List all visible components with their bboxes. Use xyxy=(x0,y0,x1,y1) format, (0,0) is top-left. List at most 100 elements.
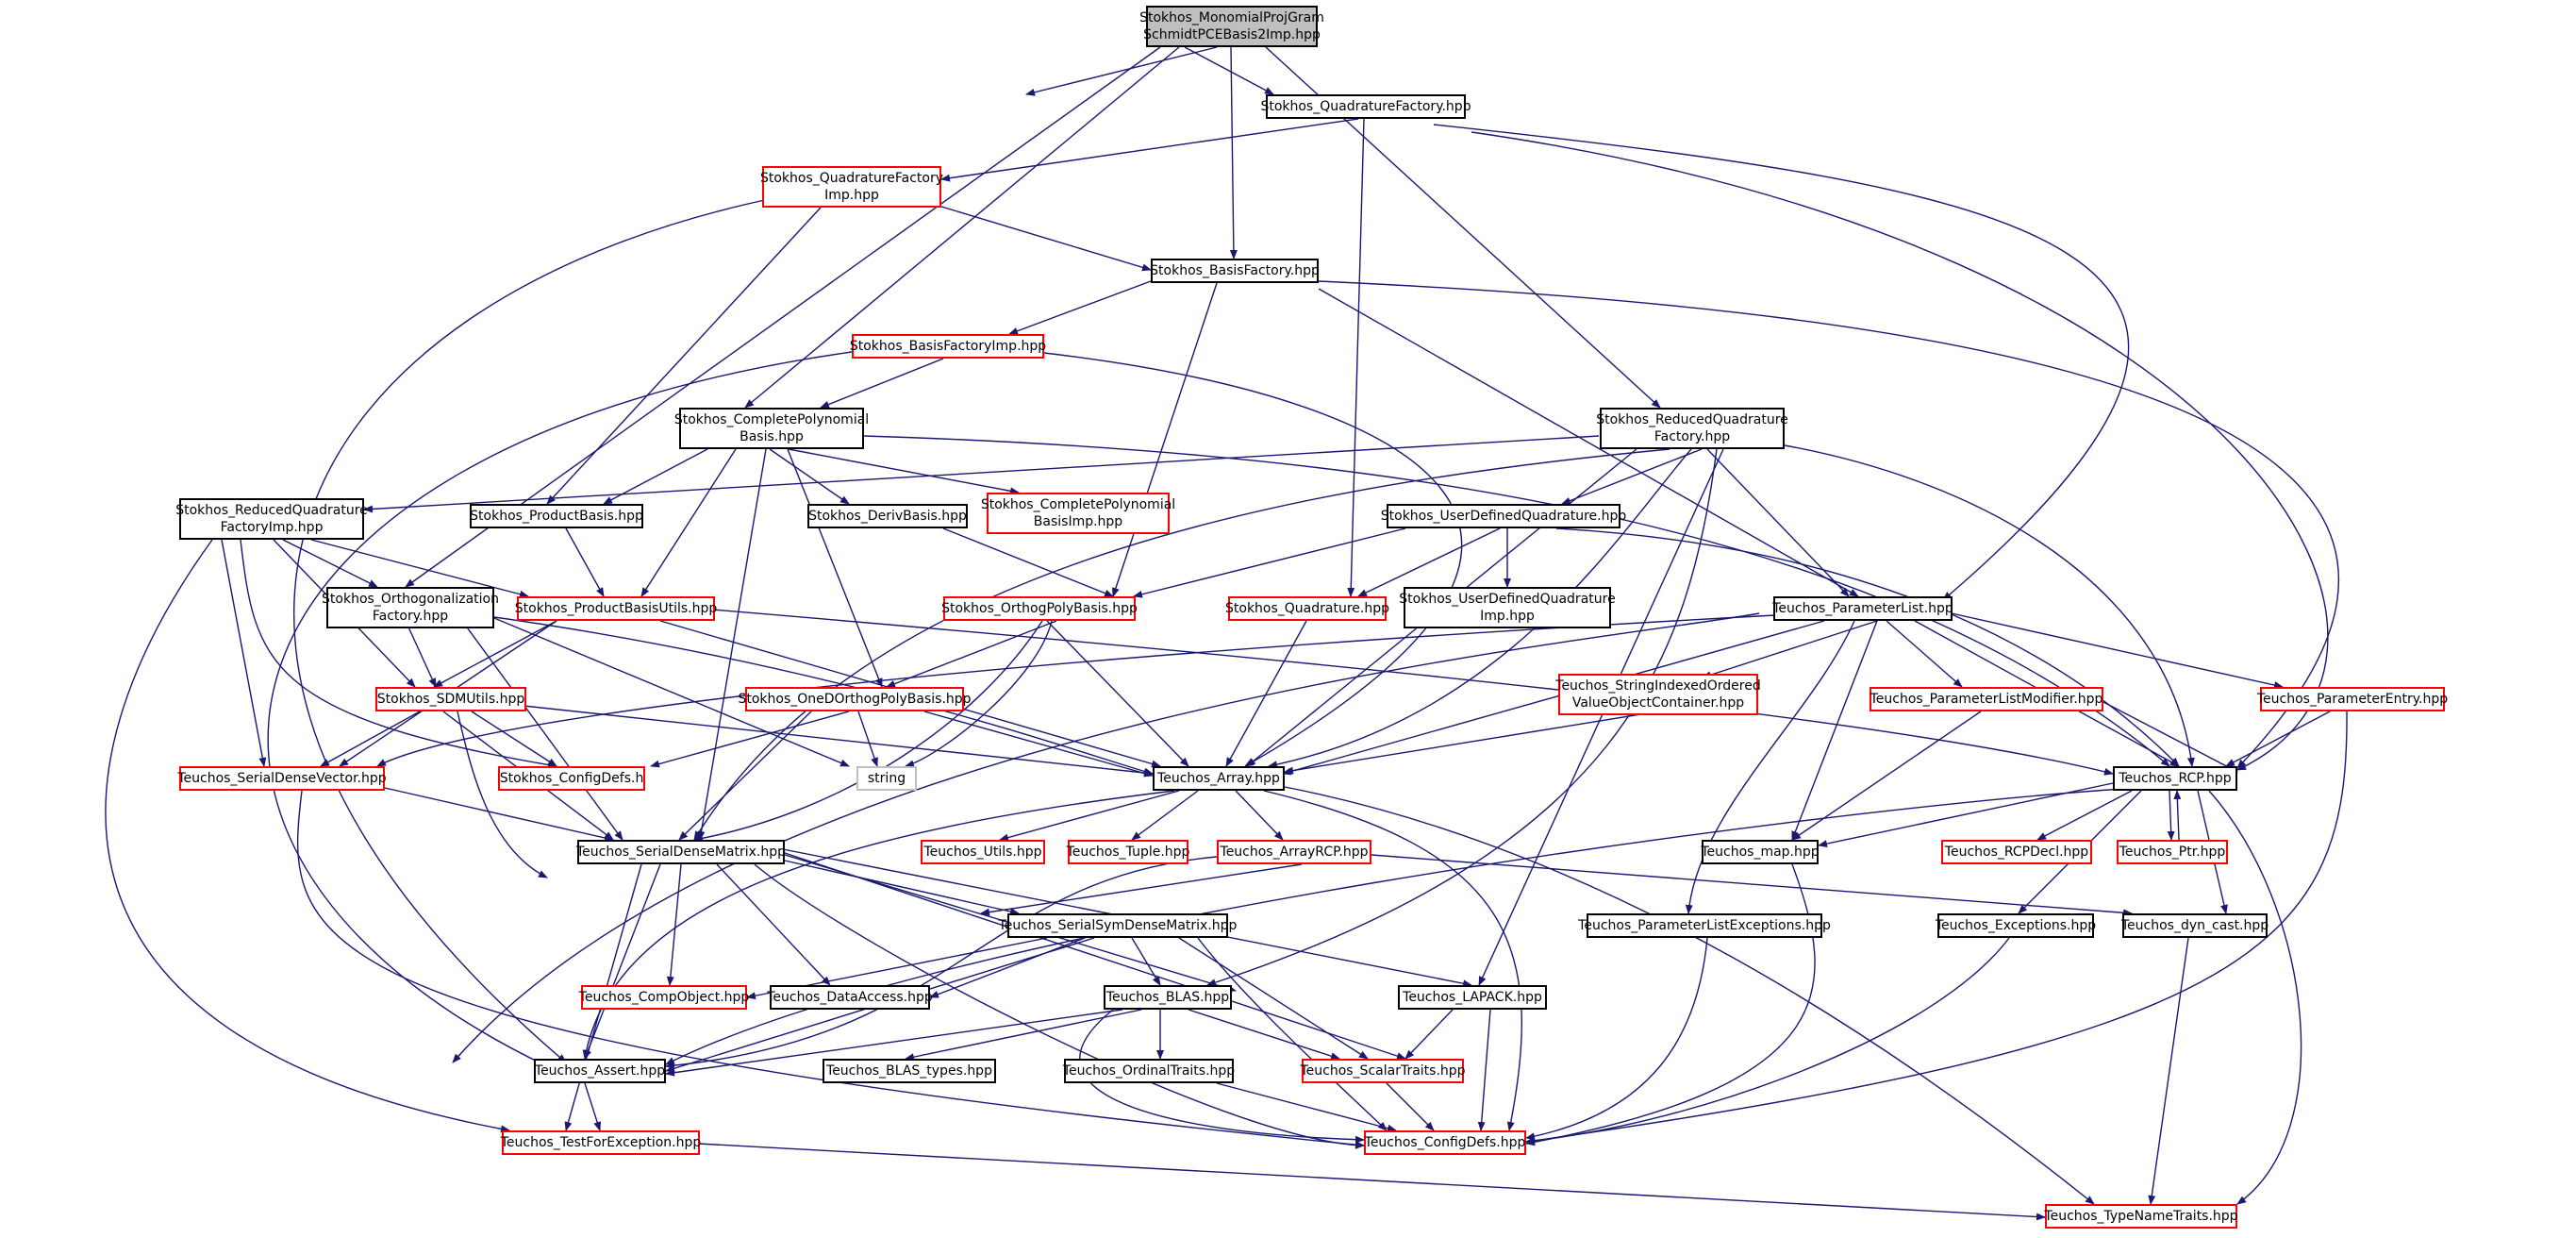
node-teuchos-config-defs[interactable]: Teuchos_ConfigDefs.hpp xyxy=(1364,1130,1526,1155)
node-complete-polynomial-basis-imp[interactable]: Stokhos_CompletePolynomial BasisImp.hpp xyxy=(981,493,1175,534)
node-ordinal-traits[interactable]: Teuchos_OrdinalTraits.hpp xyxy=(1063,1059,1235,1083)
dependency-edge xyxy=(1433,124,2130,601)
node-quadrature[interactable]: Stokhos_Quadrature.hpp xyxy=(1225,596,1389,621)
dependency-edge xyxy=(788,448,1020,495)
node-teuchos-map[interactable]: Teuchos_map.hpp xyxy=(1701,840,1820,864)
node-serial-sym-dense-matrix[interactable]: Teuchos_SerialSymDenseMatrix.hpp xyxy=(999,913,1237,938)
node-parameter-list-exceptions[interactable]: Teuchos_ParameterListExceptions.hpp xyxy=(1578,913,1831,938)
dependency-edge xyxy=(1318,280,2340,769)
dependency-edge xyxy=(296,790,1365,1149)
node-blas-types[interactable]: Teuchos_BLAS_types.hpp xyxy=(823,1059,996,1083)
dependency-edge xyxy=(1886,620,1963,688)
dependency-edge xyxy=(744,46,1180,409)
dependency-edge xyxy=(787,448,883,688)
node-orthog-poly-basis[interactable]: Stokhos_OrthogPolyBasis.hpp xyxy=(941,596,1138,621)
node-product-basis[interactable]: Stokhos_ProductBasis.hpp xyxy=(470,504,643,528)
node-scalar-traits[interactable]: Teuchos_ScalarTraits.hpp xyxy=(1300,1059,1466,1083)
dependency-edge xyxy=(754,863,1365,1149)
node-teuchos-exceptions[interactable]: Teuchos_Exceptions.hpp xyxy=(1936,913,2096,938)
dependency-edge xyxy=(1046,620,1189,767)
node-type-name-traits[interactable]: Teuchos_TypeNameTraits.hpp xyxy=(2044,1204,2238,1229)
node-parameter-entry[interactable]: Teuchos_ParameterEntry.hpp xyxy=(2257,687,2448,711)
node-string-indexed-container[interactable]: Teuchos_StringIndexedOrdered ValueObject… xyxy=(1555,674,1761,715)
node-stokhos-config-defs-h[interactable]: Stokhos_ConfigDefs.h xyxy=(498,766,645,791)
dependency-edge xyxy=(886,620,1057,688)
node-serial-dense-matrix[interactable]: Teuchos_SerialDenseMatrix.hpp xyxy=(576,840,786,864)
dependency-edge xyxy=(603,448,708,505)
node-serial-dense-vector[interactable]: Teuchos_SerialDenseVector.hpp xyxy=(177,766,387,791)
node-user-defined-quadrature-imp[interactable]: Stokhos_UserDefinedQuadrature Imp.hpp xyxy=(1399,587,1616,628)
node-test-for-exception[interactable]: Teuchos_TestForException.hpp xyxy=(501,1130,701,1155)
node-data-access[interactable]: Teuchos_DataAccess.hpp xyxy=(767,985,933,1010)
dependency-edge xyxy=(1685,620,1855,914)
dependency-edge xyxy=(857,711,878,767)
dependency-edge xyxy=(1235,790,1284,841)
node-root[interactable]: Stokhos_MonomialProjGram SchmidtPCEBasis… xyxy=(1139,6,1324,47)
dependency-edge xyxy=(905,620,1053,768)
dependency-edge xyxy=(1404,1009,1454,1060)
dependency-edge xyxy=(980,863,1303,916)
node-teuchos-array[interactable]: Teuchos_Array.hpp xyxy=(1153,766,1285,791)
dependency-edge xyxy=(2148,937,2189,1205)
dependency-edge xyxy=(1791,620,1878,841)
node-parameter-list[interactable]: Teuchos_ParameterList.hpp xyxy=(1772,596,1953,621)
dependency-edge xyxy=(1791,711,1982,841)
node-basis-factory-imp[interactable]: Stokhos_BasisFactoryImp.hpp xyxy=(850,334,1046,359)
dependency-edge xyxy=(1477,1009,1491,1131)
node-orthogonalization-factory[interactable]: Stokhos_Orthogonalization Factory.hpp xyxy=(322,587,499,628)
dependency-edge xyxy=(1188,1009,1340,1061)
node-teuchos-utils[interactable]: Teuchos_Utils.hpp xyxy=(921,840,1045,864)
node-string[interactable]: string xyxy=(856,766,917,791)
node-user-defined-quadrature[interactable]: Stokhos_UserDefinedQuadrature.hpp xyxy=(1381,504,1626,528)
node-dyn-cast[interactable]: Teuchos_dyn_cast.hpp xyxy=(2121,913,2269,938)
node-reduced-quadrature-factory[interactable]: Stokhos_ReducedQuadrature Factory.hpp xyxy=(1596,408,1788,449)
dependency-edge xyxy=(999,790,1180,842)
dependency-edge xyxy=(282,539,378,588)
dependency-edge xyxy=(1525,937,2010,1145)
dependency-edge xyxy=(1178,937,1369,1060)
node-quadrature-factory-imp[interactable]: Stokhos_QuadratureFactory Imp.hpp xyxy=(760,166,943,208)
dependency-edge xyxy=(2036,790,2133,841)
node-rcp-decl[interactable]: Teuchos_RCPDecl.hpp xyxy=(1941,840,2092,864)
node-parameter-list-modifier[interactable]: Teuchos_ParameterListModifier.hpp xyxy=(1870,687,2103,711)
dependency-edge xyxy=(1197,937,1388,1131)
dependency-edge xyxy=(1184,46,1274,95)
node-quadrature-factory[interactable]: Stokhos_QuadratureFactory.hpp xyxy=(1260,94,1471,119)
dependency-edge xyxy=(693,620,1043,843)
dependency-edge xyxy=(697,1143,2046,1221)
node-teuchos-ptr[interactable]: Teuchos_Ptr.hpp xyxy=(2117,840,2228,864)
node-teuchos-blas[interactable]: Teuchos_BLAS.hpp xyxy=(1104,985,1232,1010)
dependency-edge xyxy=(919,199,1152,272)
dependency-edge xyxy=(905,1009,1142,1062)
dependency-edge xyxy=(457,711,548,878)
dependency-edge xyxy=(267,350,859,1067)
node-reduced-quadrature-factory-imp[interactable]: Stokhos_ReducedQuadrature FactoryImp.hpp xyxy=(175,498,368,540)
node-teuchos-lapack[interactable]: Teuchos_LAPACK.hpp xyxy=(1398,985,1547,1010)
node-teuchos-tuple[interactable]: Teuchos_Tuple.hpp xyxy=(1067,840,1189,864)
dependency-edge xyxy=(1225,620,1307,767)
dependency-edge xyxy=(1206,448,1718,986)
dependency-edge xyxy=(1112,282,1218,597)
node-teuchos-rcp[interactable]: Teuchos_RCP.hpp xyxy=(2113,766,2237,791)
dependency-edge xyxy=(1347,118,1365,597)
dependency-edge xyxy=(546,207,822,505)
dependency-edge xyxy=(940,118,1359,182)
dependency-edge xyxy=(384,787,614,842)
node-complete-polynomial-basis[interactable]: Stokhos_CompletePolynomial Basis.hpp xyxy=(674,408,869,449)
dependency-edge xyxy=(2102,701,2238,773)
node-comp-object[interactable]: Teuchos_CompObject.hpp xyxy=(579,985,749,1010)
node-basis-factory[interactable]: Stokhos_BasisFactory.hpp xyxy=(1150,259,1320,283)
dependency-edge xyxy=(784,852,1406,1060)
node-sdm-utils[interactable]: Stokhos_SDMUtils.hpp xyxy=(375,687,526,711)
dependency-edge xyxy=(433,620,557,688)
node-teuchos-assert[interactable]: Teuchos_Assert.hpp xyxy=(534,1059,666,1083)
node-oned-orthog-poly-basis[interactable]: Stokhos_OneDOrthogPolyBasis.hpp xyxy=(738,687,972,711)
dependency-edge xyxy=(1133,527,1406,598)
node-product-basis-utils[interactable]: Stokhos_ProductBasisUtils.hpp xyxy=(515,596,717,621)
dependency-edge xyxy=(1025,46,1218,96)
node-deriv-basis[interactable]: Stokhos_DerivBasis.hpp xyxy=(807,504,968,528)
dependency-edge xyxy=(711,609,2114,776)
node-array-rcp[interactable]: Teuchos_ArrayRCP.hpp xyxy=(1217,840,1371,864)
dependency-edge xyxy=(523,705,1154,778)
